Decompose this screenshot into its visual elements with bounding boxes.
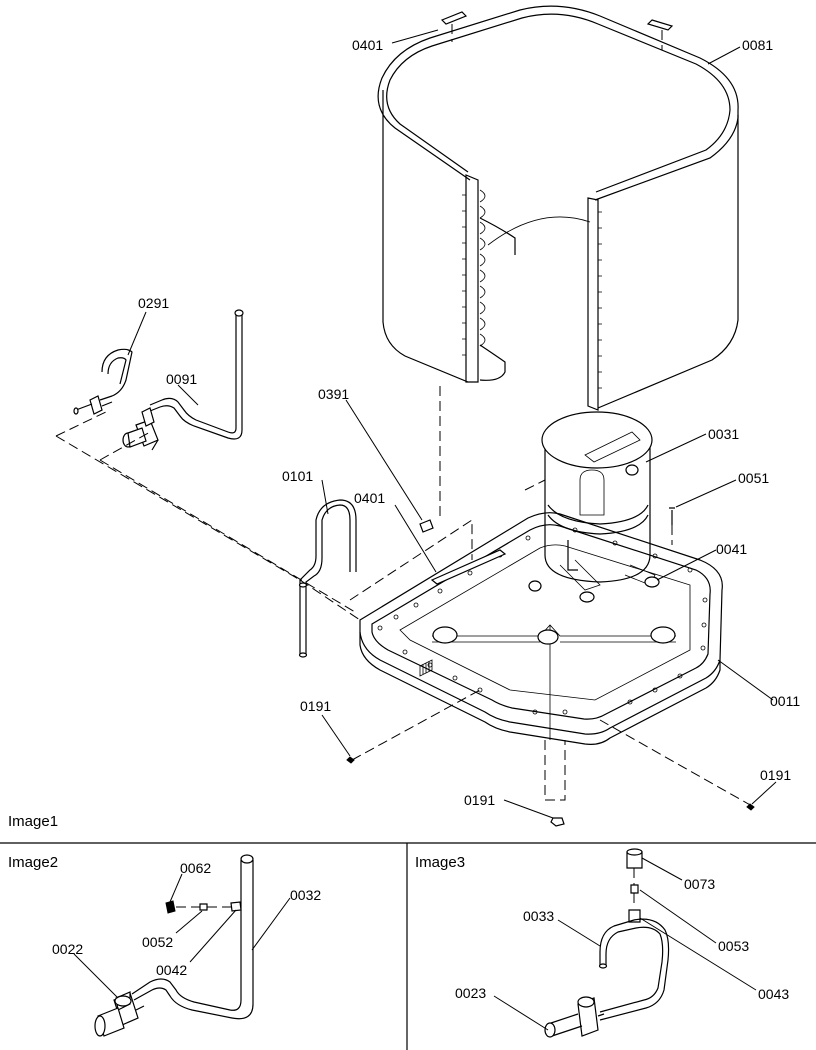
coil-tube-bends: [462, 189, 602, 389]
label-0053: 0053: [718, 938, 749, 954]
label-0391: 0391: [318, 386, 349, 402]
label-0191-bottom: 0191: [464, 792, 495, 808]
label-0011: 0011: [770, 693, 800, 709]
cap-0073: [626, 848, 643, 869]
label-0032: 0032: [290, 887, 321, 903]
screw-right: [746, 803, 755, 811]
leader-lines: [127, 29, 777, 819]
label-0081: 0081: [742, 37, 773, 53]
liquid-tube-0033: [598, 918, 670, 1021]
label-0401-mid: 0401: [354, 490, 385, 506]
service-valve-0023: [544, 996, 605, 1038]
service-valve-0022: [94, 991, 145, 1037]
top-bracket-right: [646, 19, 674, 31]
liquid-line-assembly: [73, 348, 133, 415]
compressor: [541, 411, 660, 603]
service-valve-assembly: [122, 309, 244, 451]
label-0023: 0023: [455, 985, 486, 1001]
label-0091: 0091: [166, 371, 197, 387]
label-0052: 0052: [142, 934, 173, 950]
label-0041: 0041: [716, 541, 747, 557]
label-0051: 0051: [738, 470, 769, 486]
label-0042: 0042: [156, 962, 187, 978]
image3-panel: Image3 0073 0033: [415, 848, 789, 1038]
base-pan: [359, 512, 723, 745]
label-0291: 0291: [138, 295, 169, 311]
image3-label: Image3: [415, 854, 465, 871]
label-0401-top: 0401: [352, 37, 383, 53]
bolt-0051: [669, 507, 675, 525]
label-0033: 0033: [523, 908, 554, 924]
label-0191-left: 0191: [300, 698, 331, 714]
cap-0062: [165, 900, 176, 914]
label-0062: 0062: [180, 860, 211, 876]
image1-panel: 0401 0081 0291 0091 0391 0031 0101 0401 …: [8, 5, 800, 830]
core-0052: [199, 903, 208, 911]
screw-bottom: [550, 817, 565, 827]
label-0043: 0043: [758, 986, 789, 1002]
label-0073: 0073: [684, 876, 715, 892]
top-bracket-left: [440, 11, 468, 25]
label-0031: 0031: [708, 426, 739, 442]
discharge-tube: [298, 499, 357, 658]
image1-label: Image1: [8, 813, 58, 830]
image2-label: Image2: [8, 854, 58, 871]
label-0101: 0101: [282, 468, 313, 484]
label-0191-right: 0191: [760, 767, 791, 783]
core-0053: [630, 884, 639, 894]
port-0042: [230, 901, 242, 912]
image2-panel: Image2 0062 0032 0052 0042 0022: [8, 854, 321, 1037]
screw-left: [346, 756, 355, 764]
coil-assembly: [377, 5, 739, 411]
label-0022: 0022: [52, 941, 83, 957]
alignment-lines: [55, 386, 753, 807]
tube-end-0032: [240, 854, 254, 864]
